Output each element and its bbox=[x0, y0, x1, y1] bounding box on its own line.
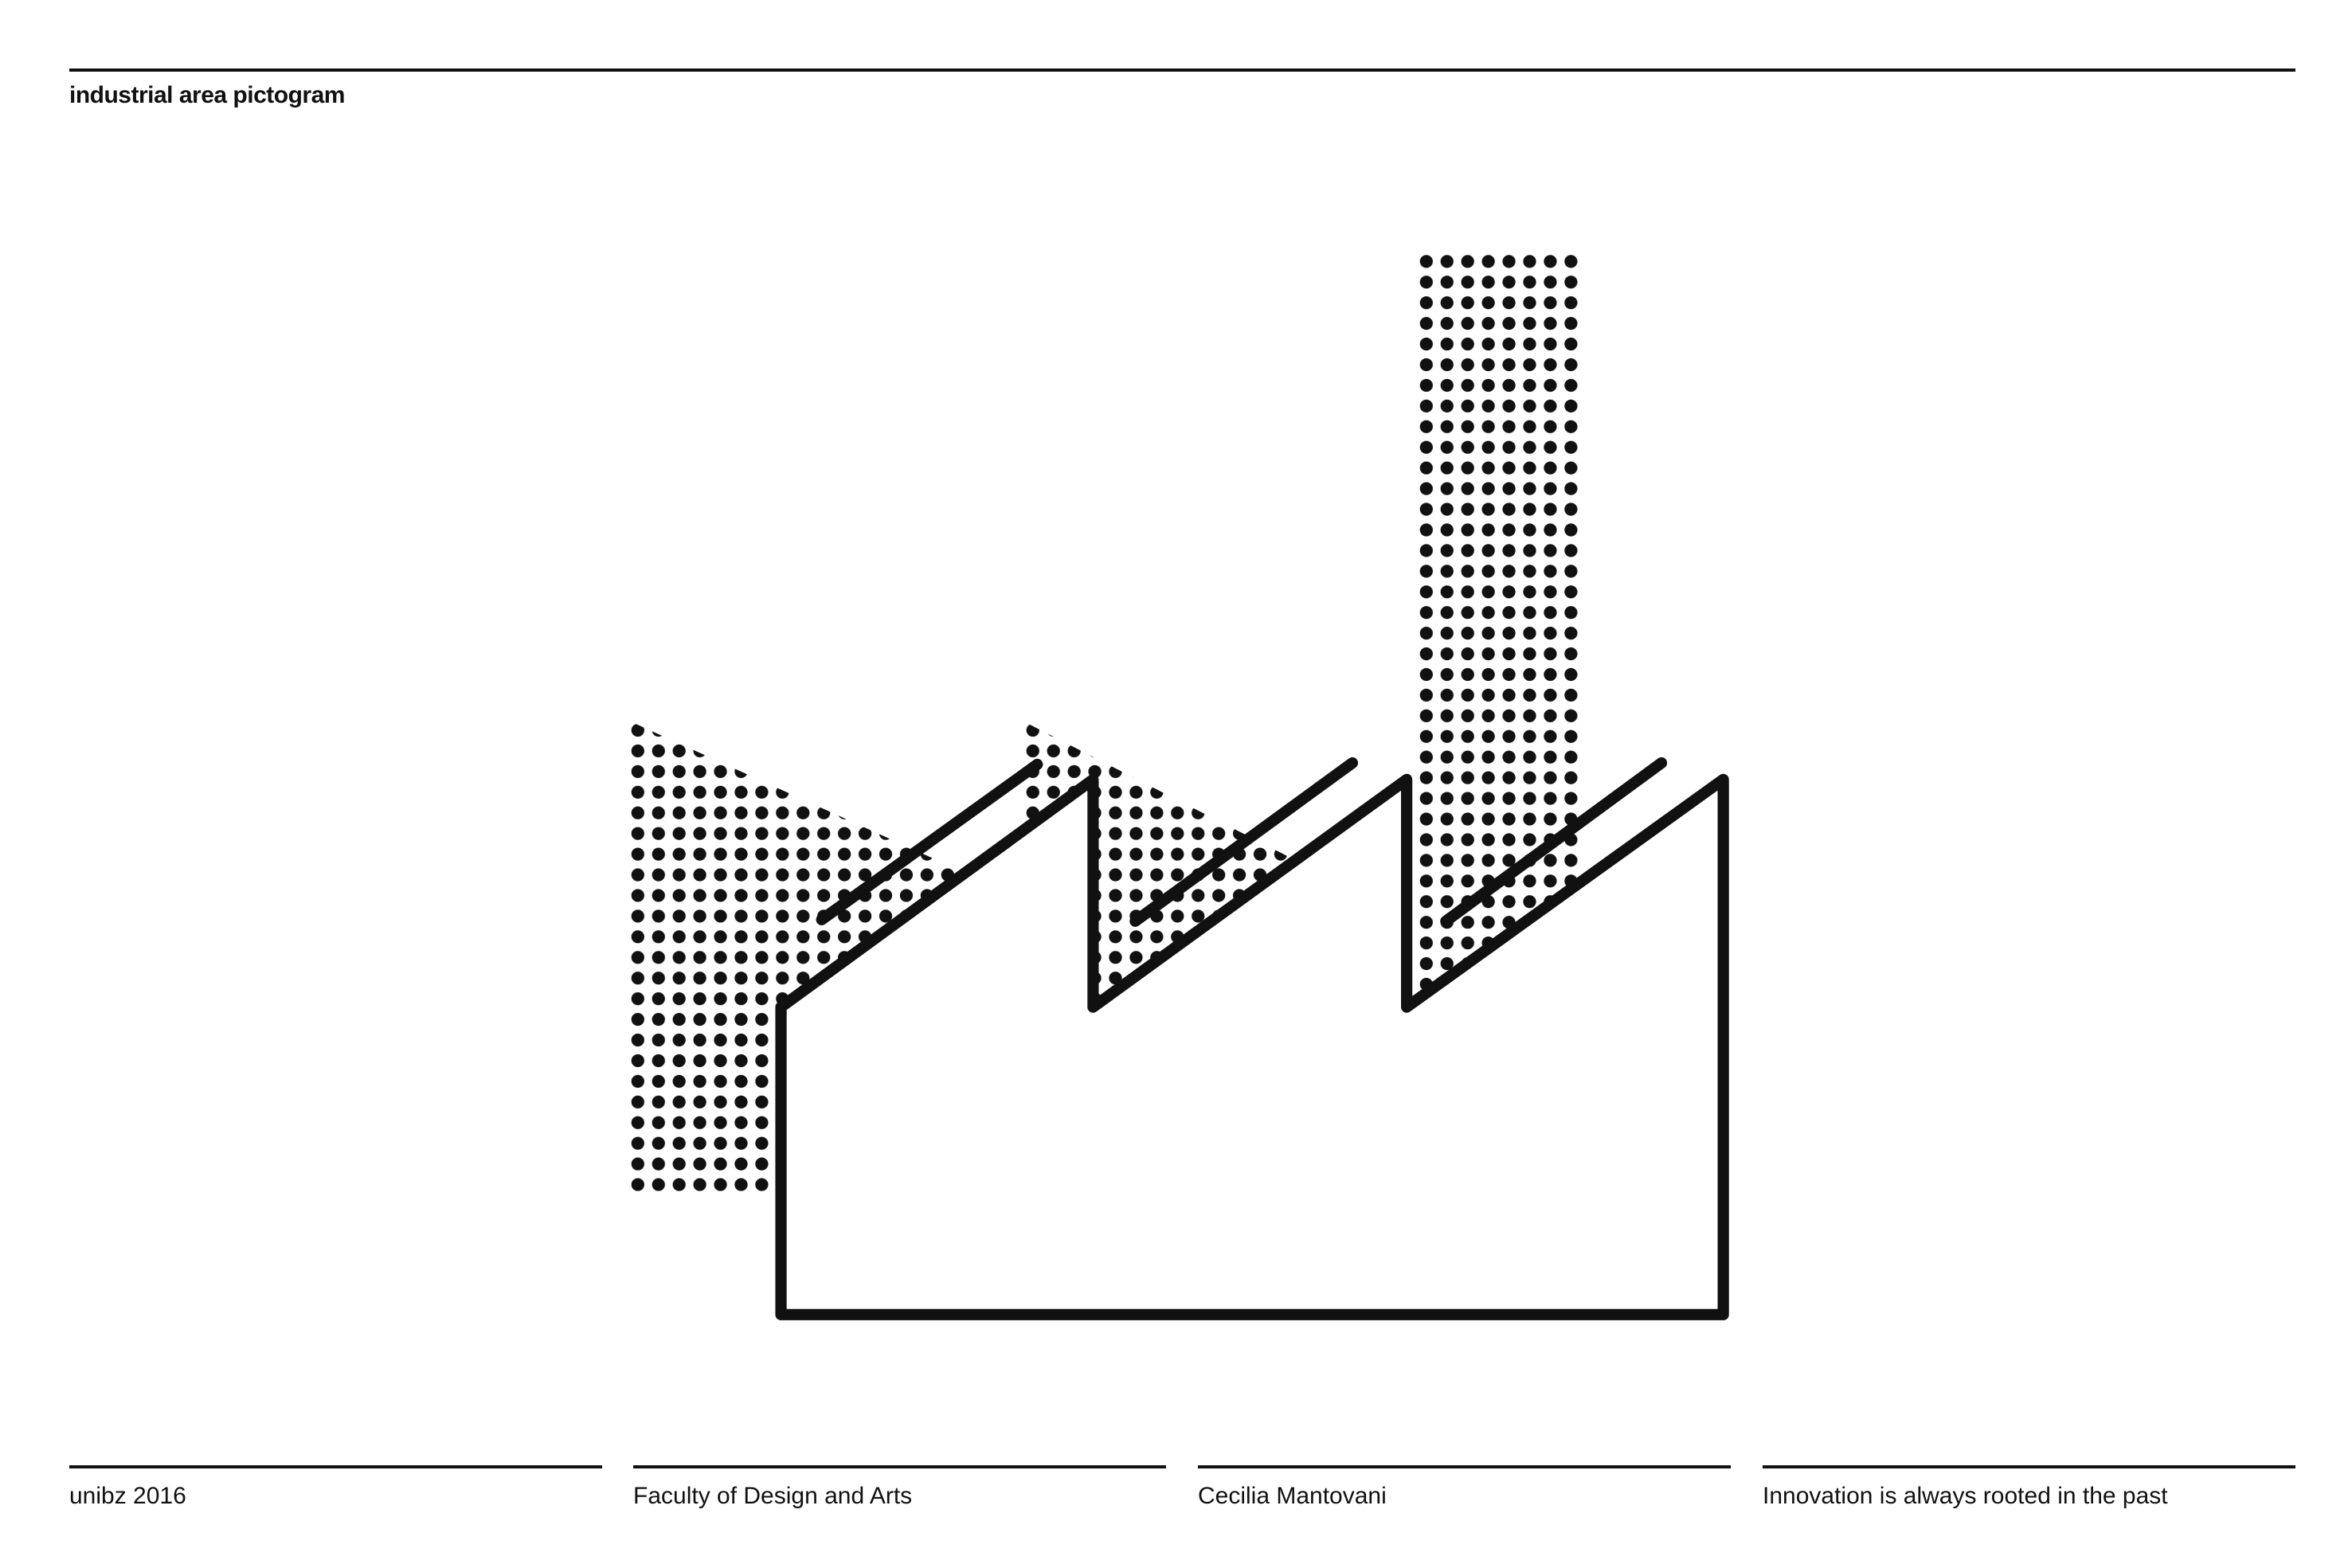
top-rule bbox=[69, 68, 2295, 72]
page-title: industrial area pictogram bbox=[69, 82, 345, 108]
factory-building-outline bbox=[775, 773, 1729, 1320]
footer-motto: Innovation is always rooted in the past bbox=[1763, 1483, 2168, 1509]
footer-rule-2 bbox=[633, 1465, 1166, 1468]
footer-rule-4 bbox=[1763, 1465, 2295, 1468]
roof-skylight-line-2 bbox=[1129, 757, 1359, 927]
footer-year: unibz 2016 bbox=[69, 1483, 186, 1509]
footer-rule-1 bbox=[69, 1465, 602, 1468]
footer-rule-3 bbox=[1198, 1465, 1731, 1468]
footer-faculty: Faculty of Design and Arts bbox=[633, 1483, 913, 1509]
dotted-chimney bbox=[1415, 250, 1583, 989]
roof-skylight-line-1 bbox=[816, 758, 1043, 925]
footer-author: Cecilia Mantovani bbox=[1198, 1483, 1387, 1509]
roof-skylight-line-3 bbox=[1440, 757, 1668, 927]
